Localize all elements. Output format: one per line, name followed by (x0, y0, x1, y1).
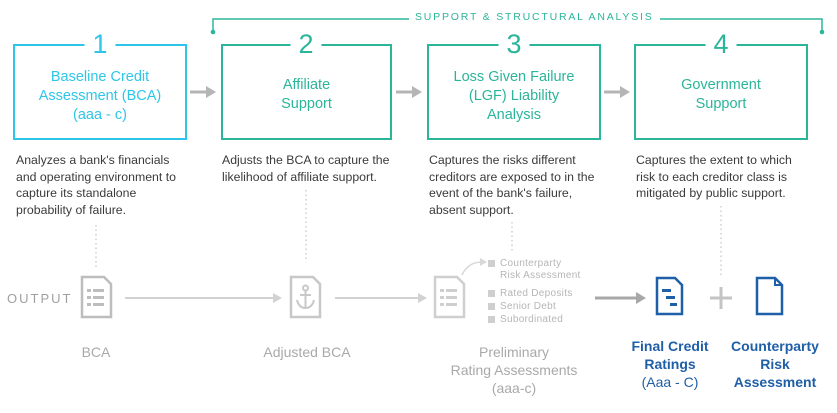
document-icon (80, 275, 113, 319)
bullet-text: Senior Debt (500, 301, 557, 312)
description-line: Analyzes a bank's financials (16, 153, 170, 167)
bullet-text: Rated Deposits (500, 288, 573, 299)
step-title-line: Affiliate (282, 77, 331, 93)
output-preliminary-label: Preliminary Rating Assessments (aaa-c) (424, 343, 604, 397)
arrow-preliminary-final-icon (595, 292, 646, 304)
description-line: Captures the risks different (429, 153, 576, 167)
description-line: Adjusts the BCA to capture the (222, 153, 390, 167)
step-box-government-support: Government Support (634, 44, 808, 140)
step-title-line: Support (281, 96, 332, 112)
arrow-bca-adjusted-icon (125, 293, 282, 303)
bullet-subordinated: Subordinated (488, 314, 563, 326)
anchor-document-icon (289, 275, 322, 319)
output-arrows (125, 293, 427, 303)
step-title-line: Analysis (487, 107, 541, 123)
final-credit-ratings-label: Final Credit Ratings (Aaa - C) (612, 337, 728, 391)
step-title-line: Support (695, 96, 747, 112)
description-line: risk to each creditor class is (636, 169, 788, 184)
banner-bracket-right-dot (819, 29, 825, 35)
label-line: Risk (760, 356, 790, 372)
description-line: absent support. (429, 202, 514, 217)
step-box-affiliate-support: Affiliate Support (221, 44, 392, 140)
dotted-connectors (95, 190, 722, 275)
step-title-line: Assessment (BCA) (38, 88, 162, 104)
step-description: Analyzes a bank's financials and operati… (16, 152, 206, 218)
label-line: Assessment (733, 374, 817, 390)
bullet-counterparty: Counterparty (488, 258, 561, 270)
arrow-adjusted-preliminary-icon (335, 293, 427, 303)
description-line: event of the bank's failure, (429, 186, 573, 200)
description-line: creditors are exposed to in the (429, 169, 595, 184)
description-line: Captures the extent to which (636, 153, 792, 167)
arrow-step2-step3-icon (396, 86, 422, 98)
blank-document-icon (755, 276, 784, 316)
label-line: (aaa-c) (491, 380, 537, 396)
step-title-line: (LGF) Liability (468, 88, 560, 104)
plus-icon (710, 287, 732, 309)
step-arrows (190, 86, 630, 98)
step-title-line: Government (681, 77, 761, 93)
label-line: Preliminary (478, 344, 549, 360)
label-line: Rating Assessments (450, 362, 578, 378)
bullet-rated-deposits: Rated Deposits (488, 288, 573, 300)
description-line: and operating environment to (16, 169, 176, 184)
bullet-text: Risk Assessment (500, 270, 581, 281)
step-number: 3 (498, 31, 530, 58)
arrow-step3-step4-icon (604, 86, 630, 98)
output-adjusted-bca-label: Adjusted BCA (263, 344, 351, 360)
label-line: Final Credit (631, 338, 709, 354)
step-title-line: Baseline Credit (50, 69, 150, 85)
step-title-line: Loss Given Failure (453, 69, 575, 85)
step-box-baseline-credit: Baseline Credit Assessment (BCA) (aaa - … (13, 44, 187, 140)
label-line: Ratings (644, 356, 696, 372)
step-number: 4 (705, 31, 737, 58)
counterparty-risk-assessment-label: Counterparty Risk Assessment (715, 337, 835, 391)
bullet-text: Subordinated (500, 314, 564, 325)
banner-label: SUPPORT & STRUCTURAL ANALYSIS (409, 11, 660, 23)
description-line: mitigated by public support. (636, 186, 786, 200)
description-line: likelihood of affiliate support. (222, 169, 377, 184)
banner-bracket-left-dot (210, 29, 216, 35)
output-label: OUTPUT (7, 291, 73, 306)
document-icon (433, 275, 466, 319)
step-description: Adjusts the BCA to capture the likelihoo… (222, 152, 422, 185)
step-number: 1 (84, 31, 116, 58)
bullet-senior-debt: Senior Debt (488, 301, 556, 313)
label-line: Counterparty (731, 338, 819, 354)
output-bca-label: BCA (81, 344, 111, 360)
step-description: Captures the risks different creditors a… (429, 152, 629, 218)
step-title-line: (aaa - c) (73, 107, 127, 123)
description-line: capture its standalone (16, 186, 137, 200)
label-line: (Aaa - C) (641, 374, 699, 390)
step-number: 2 (290, 31, 322, 58)
final-credit-document-icon (655, 276, 684, 316)
step-description: Captures the extent to which risk to eac… (636, 152, 836, 202)
arrow-step1-step2-icon (190, 86, 216, 98)
bullet-counterparty-2: Risk Assessment (488, 270, 581, 282)
step-box-loss-given-failure: Loss Given Failure (LGF) Liability Analy… (427, 44, 601, 140)
description-line: probability of failure. (16, 202, 127, 217)
curved-arrow-icon (461, 261, 483, 276)
bullet-text: Counterparty (500, 258, 562, 269)
